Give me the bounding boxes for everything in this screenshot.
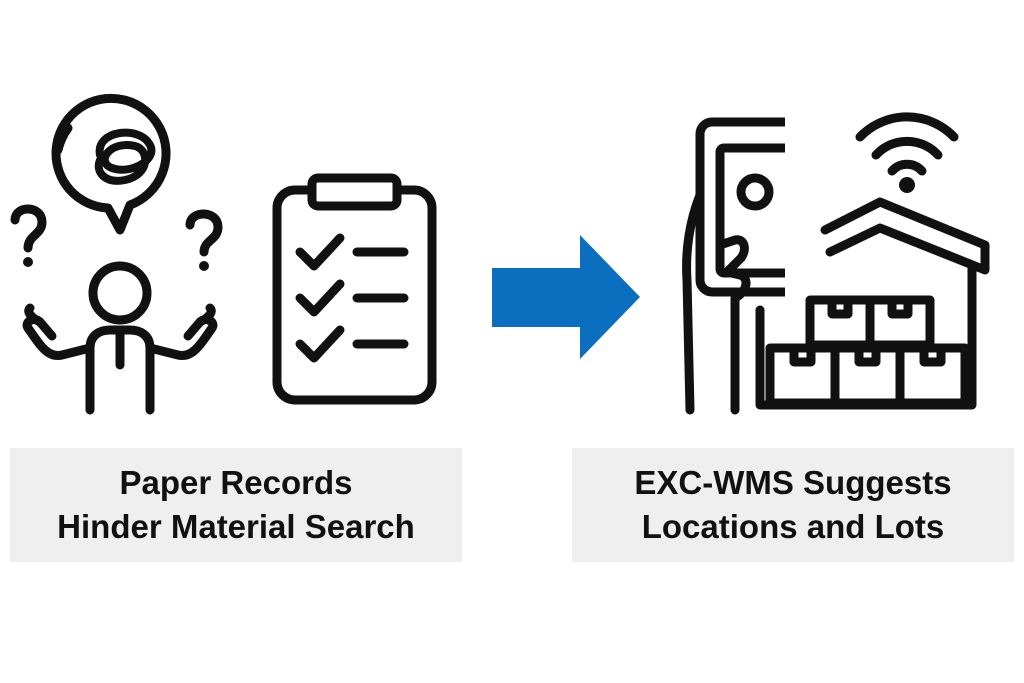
after-caption: EXC-WMS Suggests Locations and Lots (572, 448, 1014, 562)
after-caption-line2: Locations and Lots (641, 508, 945, 545)
before-caption-line1: Paper Records (119, 464, 353, 501)
warehouse-icon (755, 197, 990, 410)
clipboard-checklist-icon (272, 173, 437, 405)
arrow-right-icon (492, 235, 640, 359)
before-caption: Paper Records Hinder Material Search (10, 448, 462, 562)
hand-phone-icon (682, 117, 785, 415)
before-caption-line2: Hinder Material Search (57, 508, 415, 545)
confused-person-icon (10, 93, 223, 415)
wifi-icon (855, 112, 959, 193)
after-caption-line1: EXC-WMS Suggests (634, 464, 952, 501)
